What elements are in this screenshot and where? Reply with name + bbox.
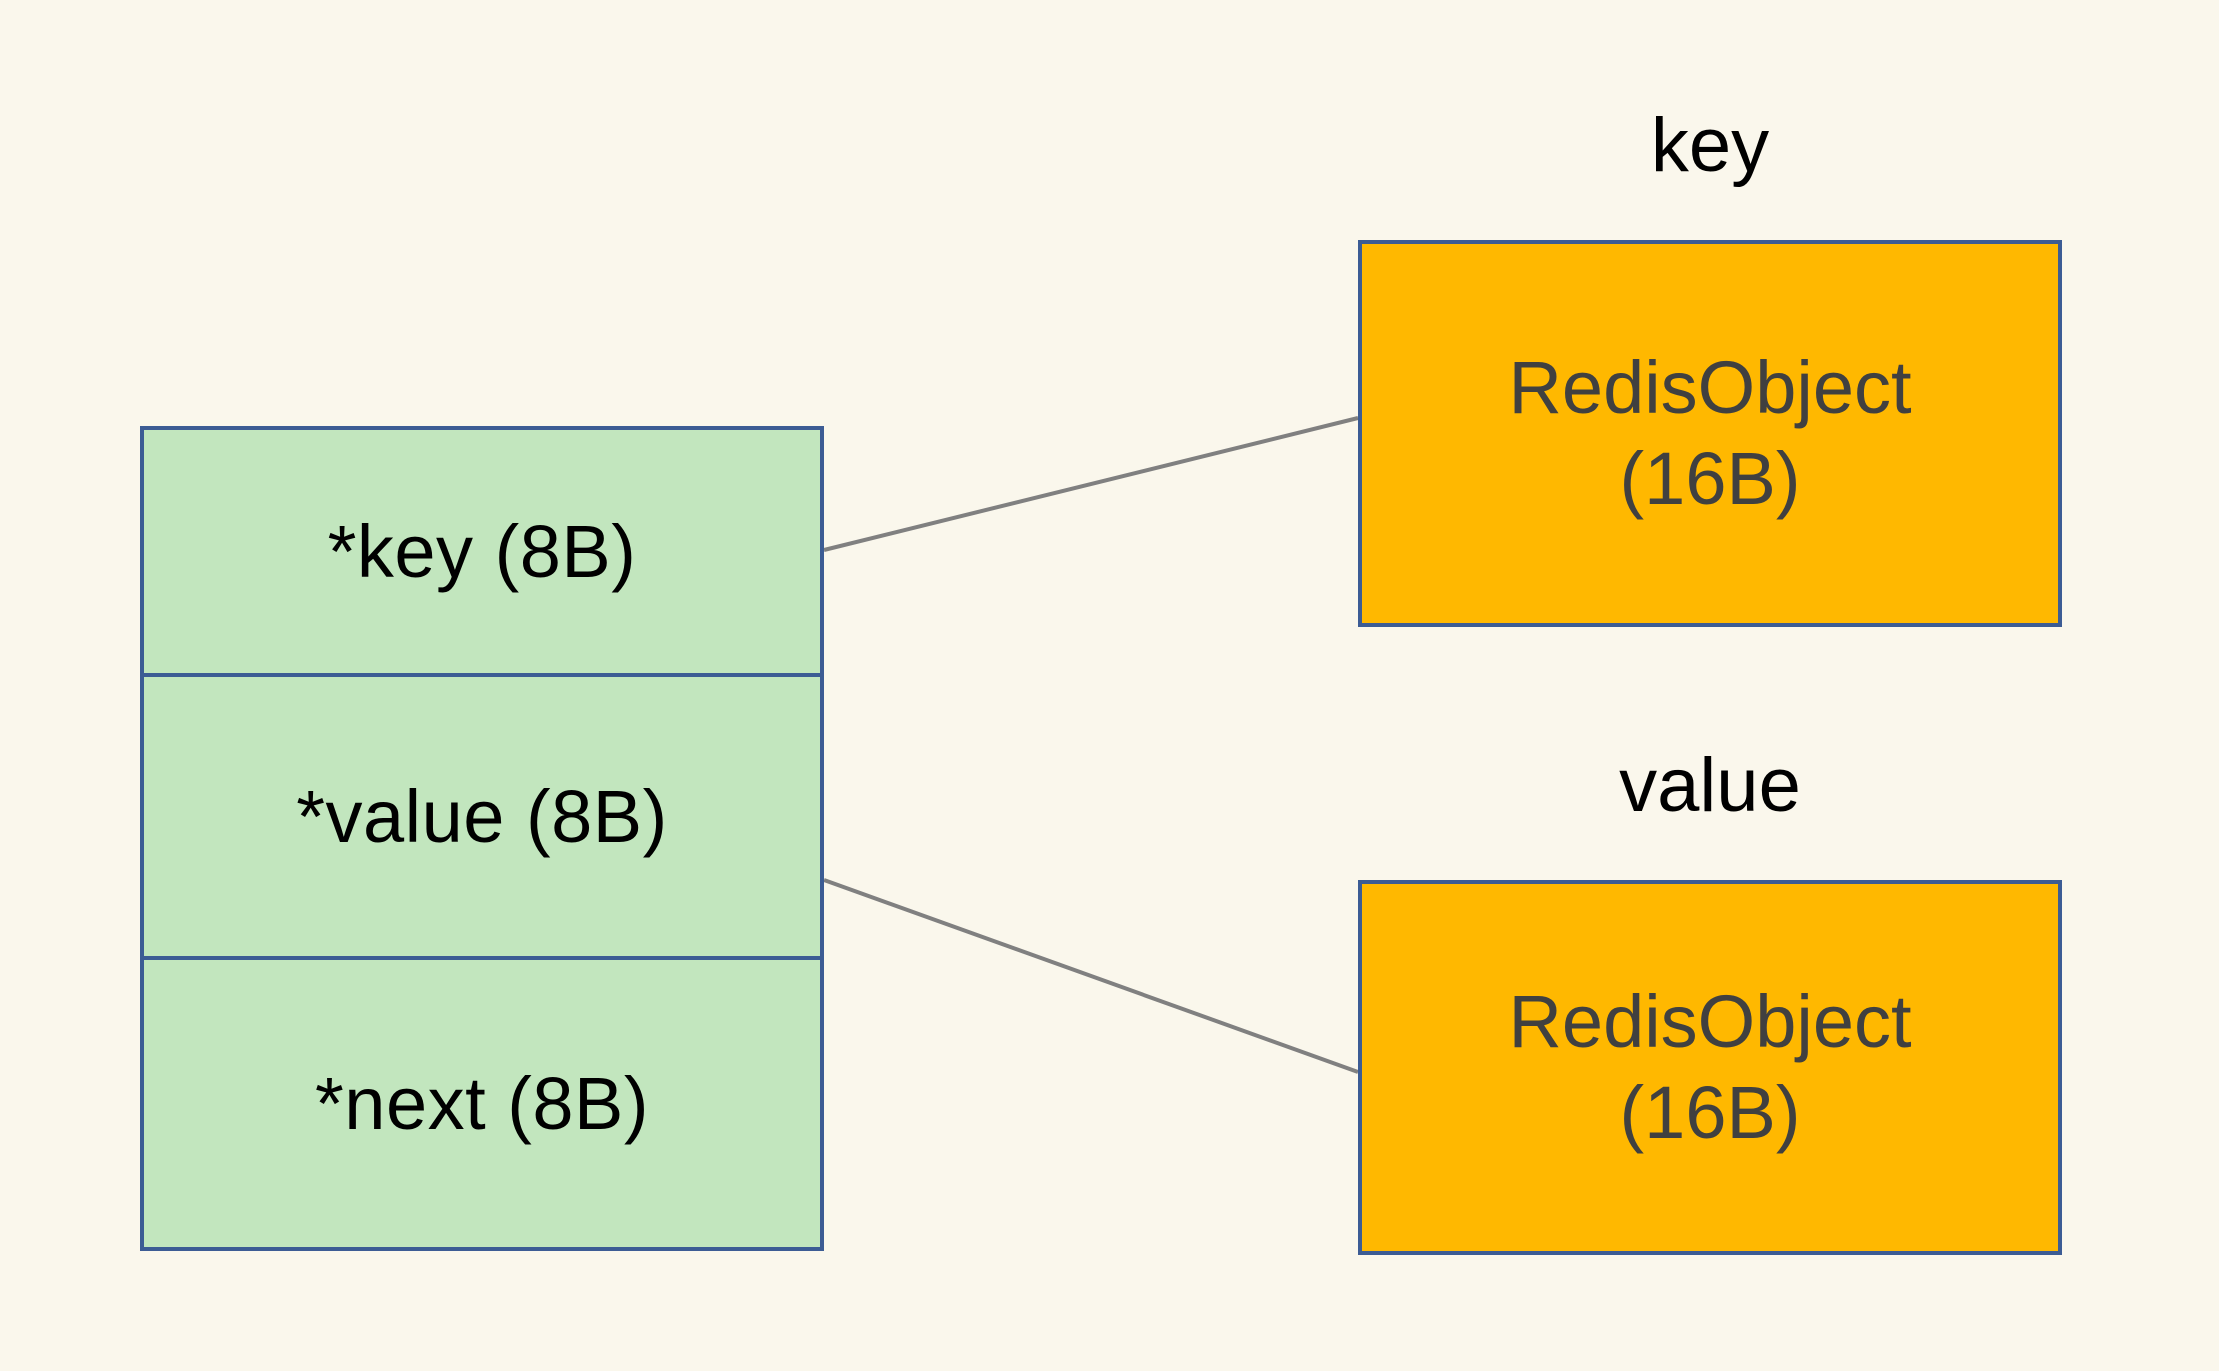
dict-entry-struct: *key (8B) *value (8B) *next (8B)	[140, 426, 824, 1251]
key-pointer-connector	[823, 416, 1359, 552]
key-pointer-field-label: *key (8B)	[327, 509, 637, 593]
value-object-caption: value	[1619, 743, 1801, 828]
key-redis-object-title: RedisObject	[1508, 346, 1912, 430]
next-pointer-field: *next (8B)	[144, 960, 820, 1247]
key-pointer-field: *key (8B)	[144, 430, 820, 677]
key-redis-object: RedisObject (16B)	[1358, 240, 2062, 627]
key-object-caption: key	[1650, 103, 1770, 188]
value-pointer-field-label: *value (8B)	[296, 774, 668, 858]
next-pointer-field-label: *next (8B)	[314, 1061, 650, 1145]
key-redis-object-size: (16B)	[1619, 436, 1801, 520]
value-redis-object-size: (16B)	[1619, 1070, 1801, 1154]
value-pointer-connector	[823, 878, 1359, 1074]
value-redis-object-title: RedisObject	[1508, 980, 1912, 1064]
value-redis-object: RedisObject (16B)	[1358, 880, 2062, 1255]
value-pointer-field: *value (8B)	[144, 677, 820, 960]
